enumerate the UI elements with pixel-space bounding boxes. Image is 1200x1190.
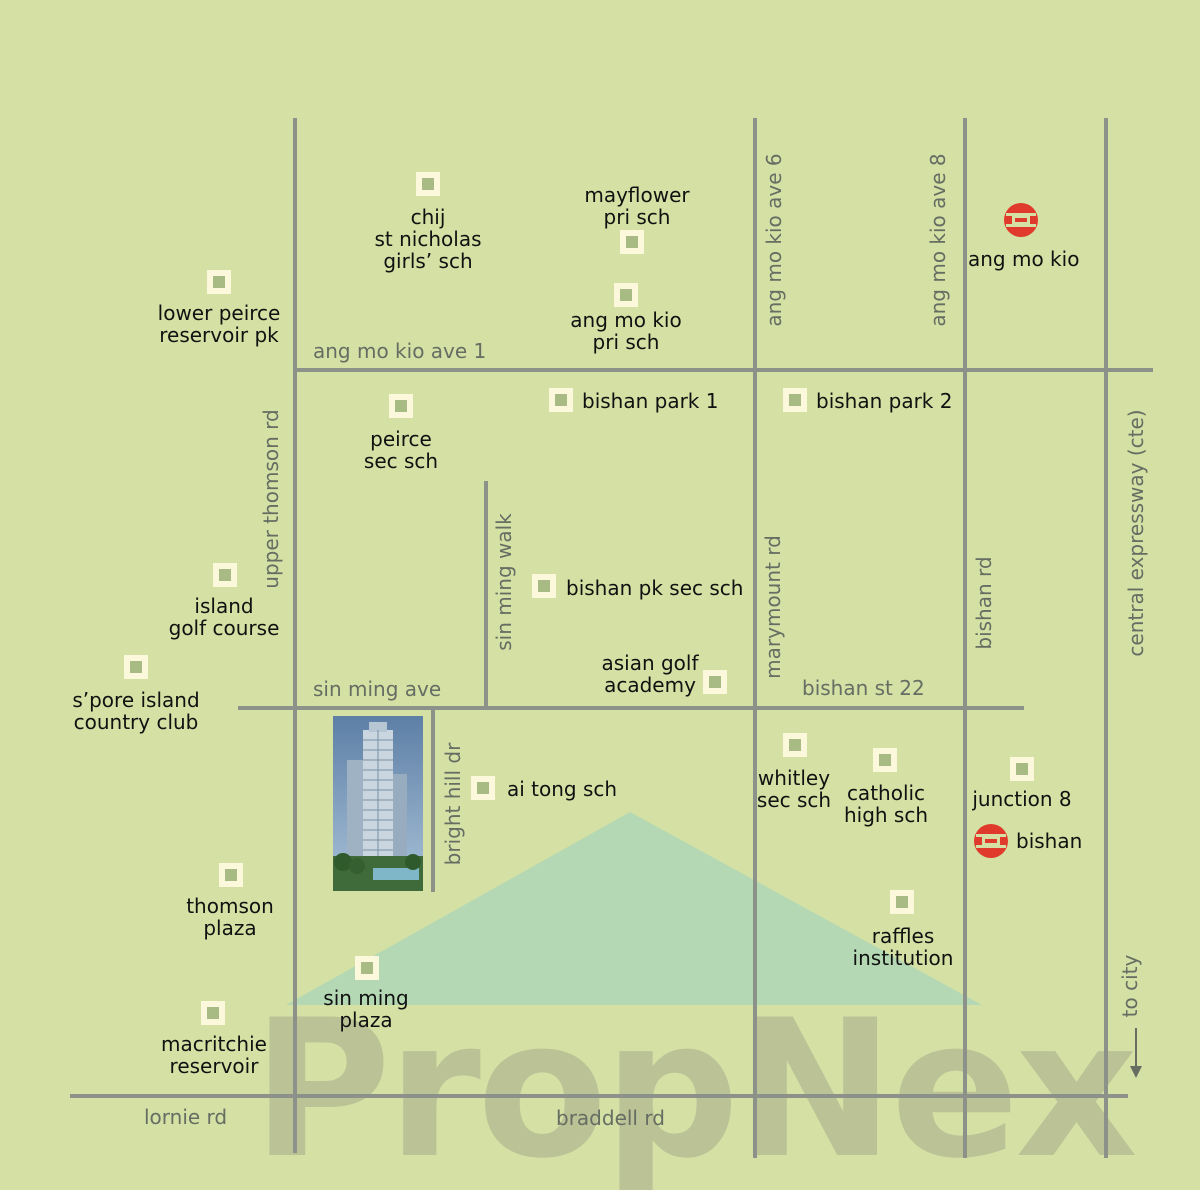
road-label-ang-mo-kio-ave-6: ang mo kio ave 6 — [762, 153, 786, 327]
place-whitley-sec-sch: whitley sec sch — [756, 766, 832, 812]
road-upper-thomson — [293, 118, 297, 1153]
place-sin-ming-plaza: sin ming plaza — [323, 986, 409, 1032]
road-cte — [1104, 118, 1108, 1158]
arrow-down-icon — [1130, 1028, 1142, 1078]
square-marker-icon — [213, 563, 237, 587]
square-marker-icon — [783, 388, 807, 412]
road-sin-ming-walk — [484, 481, 488, 708]
place-raffles-institution: raffles institution — [852, 924, 954, 970]
road-bright-hill-dr — [431, 706, 435, 892]
road-label-to-city: to city — [1118, 954, 1142, 1018]
mrt-label-ang-mo-kio: ang mo kio — [968, 247, 1080, 271]
place-mayflower-pri-sch: mayflower pri sch — [584, 183, 690, 229]
road-label-upper-thomson-rd: upper thomson rd — [259, 409, 283, 589]
place-bishan-pk-sec-sch: bishan pk sec sch — [566, 576, 744, 600]
square-marker-icon — [783, 733, 807, 757]
road-bishan-rd — [963, 118, 967, 1158]
road-label-sin-ming-ave: sin ming ave — [313, 677, 442, 701]
square-marker-icon — [549, 388, 573, 412]
place-peirce-sec-sch: peirce sec sch — [363, 427, 439, 473]
place-junction-8: junction 8 — [972, 787, 1072, 811]
square-marker-icon — [703, 670, 727, 694]
place-lower-peirce-reservoir: lower peirce reservoir pk — [157, 301, 281, 347]
road-label-braddell-rd: braddell rd — [556, 1106, 665, 1130]
place-bishan-park-1: bishan park 1 — [582, 389, 719, 413]
place-bishan-park-2: bishan park 2 — [816, 389, 953, 413]
road-label-ang-mo-kio-ave-8: ang mo kio ave 8 — [926, 153, 950, 327]
road-label-bishan-st-22: bishan st 22 — [802, 676, 925, 700]
square-marker-icon — [355, 956, 379, 980]
road-label-ang-mo-kio-ave-1: ang mo kio ave 1 — [313, 339, 487, 363]
road-lornie-braddell — [70, 1094, 1128, 1098]
mrt-station-icon — [974, 824, 1008, 858]
square-marker-icon — [620, 230, 644, 254]
place-chij-st-nicholas: chij st nicholas girls’ sch — [374, 205, 482, 273]
square-marker-icon — [219, 863, 243, 887]
place-island-golf-course: island golf course — [168, 594, 280, 640]
road-label-bishan-rd: bishan rd — [972, 556, 996, 650]
square-marker-icon — [201, 1001, 225, 1025]
mrt-station-icon — [1004, 203, 1038, 237]
place-ai-tong-sch: ai tong sch — [507, 777, 618, 801]
square-marker-icon — [1010, 757, 1034, 781]
road-label-sin-ming-walk: sin ming walk — [492, 513, 516, 651]
place-spore-island-country-club: s’pore island country club — [72, 688, 200, 734]
condo-building-image — [333, 716, 423, 891]
square-marker-icon — [416, 172, 440, 196]
road-label-central-expressway: central expressway (cte) — [1124, 409, 1148, 657]
square-marker-icon — [471, 776, 495, 800]
square-marker-icon — [124, 655, 148, 679]
mrt-label-bishan: bishan — [1016, 829, 1083, 853]
square-marker-icon — [614, 283, 638, 307]
place-thomson-plaza: thomson plaza — [186, 894, 274, 940]
square-marker-icon — [207, 270, 231, 294]
road-label-marymount-rd: marymount rd — [761, 535, 785, 679]
place-catholic-high-sch: catholic high sch — [843, 781, 929, 827]
square-marker-icon — [873, 748, 897, 772]
road-sin-ming-ave — [238, 706, 1024, 710]
place-ang-mo-kio-pri-sch: ang mo kio pri sch — [570, 308, 682, 354]
road-marymount — [753, 118, 757, 1158]
place-macritchie-reservoir: macritchie reservoir — [161, 1032, 267, 1078]
road-label-bright-hill-dr: bright hill dr — [441, 742, 465, 866]
place-asian-golf-academy: asian golf academy — [601, 651, 699, 697]
square-marker-icon — [890, 890, 914, 914]
square-marker-icon — [532, 574, 556, 598]
watermark: PropNex — [252, 979, 1138, 1190]
square-marker-icon — [389, 394, 413, 418]
road-label-lornie-rd: lornie rd — [144, 1105, 228, 1129]
road-ang-mo-kio-ave-1 — [293, 368, 1153, 372]
